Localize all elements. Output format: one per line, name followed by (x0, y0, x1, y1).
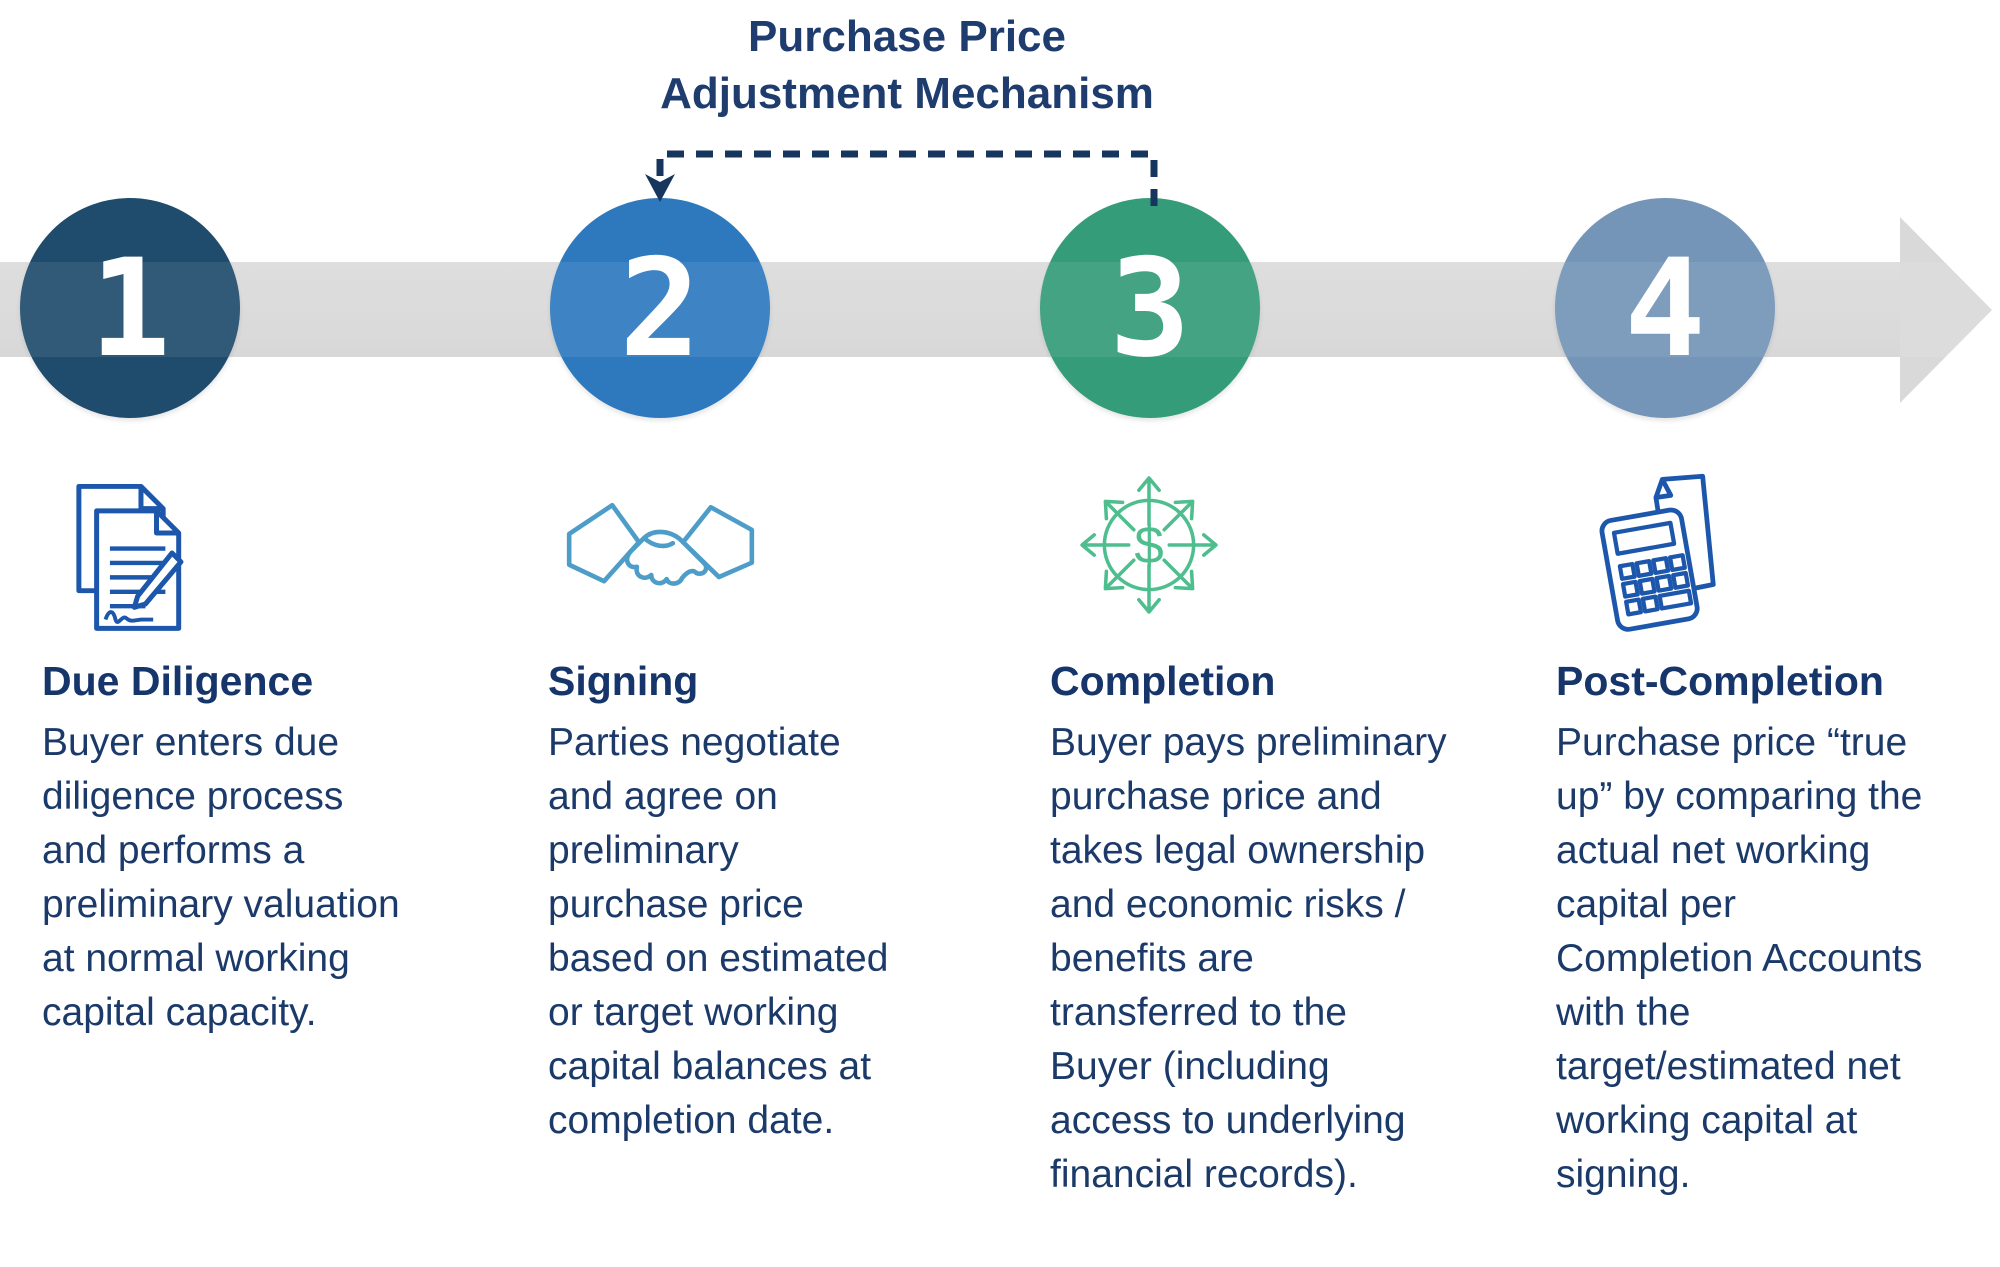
dollar-circulation-icon: $ (1078, 474, 1220, 616)
stage-2-text: Signing Parties negotiate and agree on p… (548, 656, 908, 1148)
stage-3-text: Completion Buyer pays preliminary purcha… (1050, 656, 1450, 1202)
stage-4-text: Post-Completion Purchase price “true up”… (1556, 656, 1924, 1202)
documents-pen-icon (70, 482, 192, 635)
stage-2-circle: 2 (550, 198, 770, 418)
stage-4-number: 4 (1624, 229, 1706, 387)
stage-1-description: Buyer enters due diligence process and p… (42, 721, 400, 1034)
stage-3-heading: Completion (1050, 658, 1276, 704)
stage-1-text: Due Diligence Buyer enters due diligence… (42, 656, 417, 1040)
stage-2-description: Parties negotiate and agree on prelimina… (548, 721, 889, 1142)
arrow-down-icon (645, 174, 675, 202)
stage-4-circle: 4 (1555, 198, 1775, 418)
svg-text:$: $ (1134, 516, 1163, 575)
stage-3-circle: 3 (1040, 198, 1260, 418)
title-line-2: Adjustment Mechanism (660, 69, 1154, 118)
title-line-1: Purchase Price (748, 12, 1066, 61)
handshake-icon (563, 497, 758, 625)
stage-2-number: 2 (619, 229, 701, 387)
stage-1-circle: 1 (20, 198, 240, 418)
stage-2-heading: Signing (548, 658, 699, 704)
calculator-document-icon (1588, 472, 1726, 633)
adjustment-bracket-connector (645, 150, 1158, 208)
stage-1-number: 1 (89, 229, 171, 387)
stage-3-number: 3 (1109, 229, 1191, 387)
stage-3-description: Buyer pays preliminary purchase price an… (1050, 721, 1447, 1196)
timeline-arrowhead-icon (1900, 217, 1992, 403)
stage-4-heading: Post-Completion (1556, 658, 1884, 704)
diagram-title: Purchase Price Adjustment Mechanism (407, 8, 1407, 122)
stage-4-description: Purchase price “true up” by comparing th… (1556, 721, 1923, 1196)
stage-1-heading: Due Diligence (42, 658, 314, 704)
